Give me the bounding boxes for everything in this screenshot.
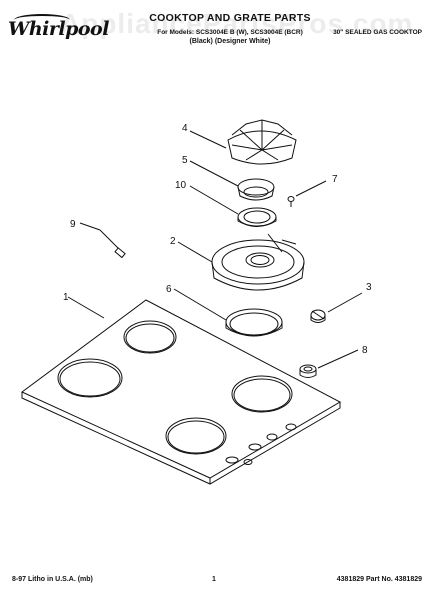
burner-cap: [227, 119, 297, 165]
leader-8: [317, 349, 359, 369]
logo-swoosh: [14, 14, 70, 26]
callout-6: 6: [166, 284, 172, 295]
control-knob: [310, 309, 326, 323]
knob-bezel: [299, 364, 317, 378]
callout-2: 2: [170, 236, 176, 247]
watermark: AppliancePartsPros.com: [60, 8, 414, 39]
leader-7: [295, 180, 327, 197]
leader-1: [67, 296, 105, 319]
brand-logo: Whirlpool: [8, 18, 109, 40]
callout-9: 9: [70, 219, 76, 230]
leader-9: [79, 222, 101, 231]
callout-8: 8: [362, 345, 368, 356]
cooktop-panel: [21, 299, 342, 485]
callout-5: 5: [182, 155, 188, 166]
leader-6: [173, 288, 227, 321]
leader-4: [189, 130, 227, 149]
page-title: COOKTOP AND GRATE PARTS: [149, 12, 311, 24]
leader-3: [327, 292, 363, 313]
product-description: 30" SEALED GAS COOKTOP: [333, 29, 422, 36]
footer-part-number: 4381829 Part No. 4381829: [336, 576, 422, 583]
model-numbers: For Models: SCS3004E B (W), SCS3004E (BC…: [157, 29, 303, 36]
callout-10: 10: [175, 180, 187, 191]
callout-7: 7: [332, 174, 338, 185]
callout-numbers: 1 2 3 4 5 6 7 8 9 10: [63, 123, 372, 356]
screw: [287, 196, 295, 207]
grate-ring: [225, 308, 283, 337]
leader-5: [189, 160, 239, 187]
leader-2: [177, 241, 213, 263]
leader-10: [189, 185, 239, 215]
burner-head: [237, 178, 275, 201]
footer-print-info: 8-97 Litho in U.S.A. (mb): [12, 576, 93, 583]
seal-ring: [237, 207, 277, 227]
callout-3: 3: [366, 282, 372, 293]
spark-electrode: [99, 229, 126, 259]
callout-1: 1: [63, 292, 69, 303]
callout-4: 4: [182, 123, 188, 134]
model-colors: (Black) (Designer White): [189, 38, 271, 45]
footer-page-number: 1: [212, 576, 216, 583]
burner-base: [211, 233, 305, 291]
